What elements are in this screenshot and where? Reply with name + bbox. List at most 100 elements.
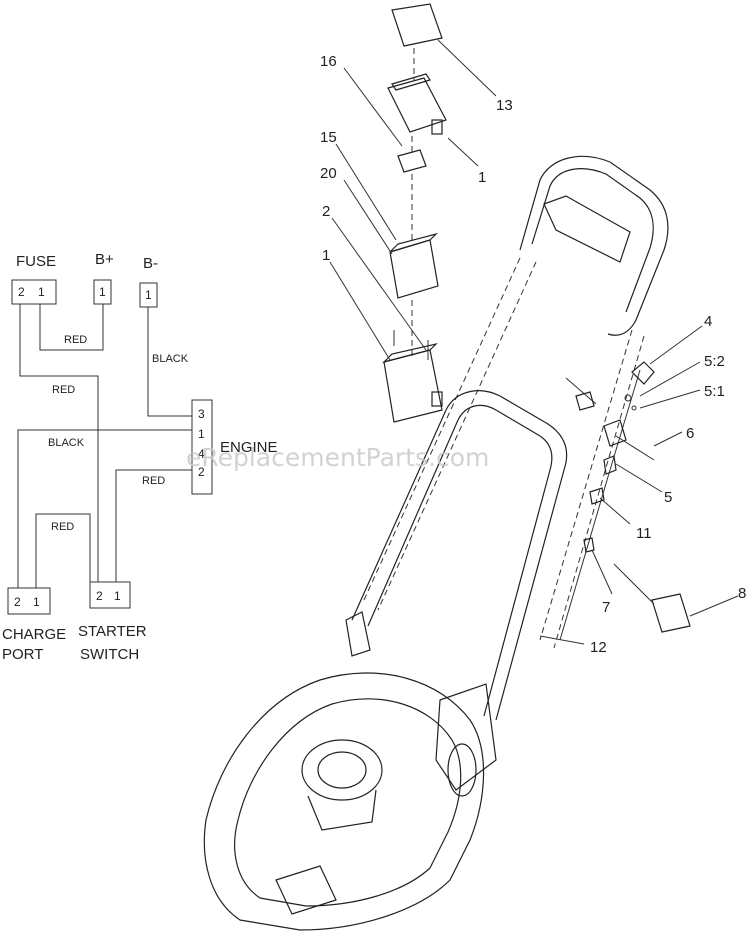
wire-bminus-engine xyxy=(147,307,192,417)
callout-12: 12 xyxy=(590,639,607,656)
callout-13: 13 xyxy=(496,97,513,114)
battery-assembly xyxy=(382,3,447,423)
charge-label-2: PORT xyxy=(2,646,43,663)
callout-1-top: 1 xyxy=(478,169,486,186)
switch-bolt xyxy=(565,377,597,405)
callout-2: 2 xyxy=(322,203,330,220)
callout-leaders xyxy=(329,39,739,645)
battery-part xyxy=(389,239,439,299)
bminus-pin-1: 1 xyxy=(145,288,152,302)
battery-tray-part xyxy=(383,349,443,423)
mower-deck-outer xyxy=(203,672,485,931)
engine-pin-2: 2 xyxy=(198,465,205,479)
cover-plate-part xyxy=(391,3,443,47)
part-6 xyxy=(615,435,655,461)
handle-grip-inner xyxy=(531,168,654,313)
part-7 xyxy=(583,537,595,553)
engine-connector xyxy=(191,399,213,495)
callout-15: 15 xyxy=(320,129,337,146)
callout-8: 8 xyxy=(738,585,746,602)
switch-nut xyxy=(575,391,595,411)
wire-fuse-starter xyxy=(19,304,99,582)
bplus-pin-1: 1 xyxy=(99,285,106,299)
fuse-pin-2: 2 xyxy=(18,285,25,299)
lower-handle-outer xyxy=(351,390,568,721)
battery-tray-top xyxy=(382,342,438,364)
leader-6 xyxy=(653,431,683,447)
wire-fuse-bplus xyxy=(39,304,104,351)
leader-2 xyxy=(331,217,427,351)
wire-label-red-left: RED xyxy=(52,384,75,396)
engine-pin-3: 3 xyxy=(198,407,205,421)
handle-rail-left xyxy=(363,257,521,601)
leader-5 xyxy=(615,463,663,493)
watermark-text: eReplacementParts.com xyxy=(186,443,489,472)
charge-pin-2: 2 xyxy=(14,595,21,609)
wire-label-black-b: BLACK xyxy=(152,353,189,365)
bplus-label: B+ xyxy=(95,251,114,268)
starter-pin-2: 2 xyxy=(96,589,103,603)
engine-pin-1: 1 xyxy=(198,427,205,441)
part-5b xyxy=(603,455,617,475)
leader-1a xyxy=(447,137,479,167)
handle-grip-outer xyxy=(519,155,669,336)
engine-pin-4: 4 xyxy=(198,447,205,461)
part-5 xyxy=(603,419,627,447)
left-bracket xyxy=(345,611,371,657)
leader-15 xyxy=(335,143,397,241)
leader-52 xyxy=(639,361,701,397)
leader-51 xyxy=(639,389,701,409)
battery-housing-top xyxy=(391,73,431,91)
callout-5-1: 5:1 xyxy=(704,383,725,400)
part-5-2 xyxy=(624,394,632,402)
callout-6: 6 xyxy=(686,425,694,442)
callout-20: 20 xyxy=(320,165,337,182)
fuse-pin-1: 1 xyxy=(38,285,45,299)
starter-label-2: SWITCH xyxy=(80,646,139,663)
starter-pin-1: 1 xyxy=(114,589,121,603)
wire-charge-starter xyxy=(35,513,91,588)
starter-label-1: STARTER xyxy=(78,623,147,640)
charge-label-1: CHARGE xyxy=(2,626,66,643)
handle-rail-right-2 xyxy=(553,335,645,649)
starter-switch-connector xyxy=(89,581,131,609)
wire-label-black-left: BLACK xyxy=(48,437,85,449)
cable-line xyxy=(559,369,641,641)
part-8-lead xyxy=(613,563,655,605)
callout-5: 5 xyxy=(664,489,672,506)
callout-16: 16 xyxy=(320,53,337,70)
wire-label-red-bottom: RED xyxy=(51,521,74,533)
leader-12 xyxy=(539,635,585,645)
leader-4 xyxy=(649,325,703,365)
leader-13 xyxy=(437,39,497,97)
engine-top xyxy=(301,739,383,801)
switch-parts xyxy=(565,361,691,633)
wire-label-red-top: RED xyxy=(64,334,87,346)
fuse-connector xyxy=(11,279,57,305)
engine-label: ENGINE xyxy=(220,439,278,456)
part-8 xyxy=(651,593,691,633)
mower-deck-inner xyxy=(234,698,462,907)
callout-1-mid: 1 xyxy=(322,247,330,264)
leader-16 xyxy=(343,67,403,147)
callout-5-2: 5:2 xyxy=(704,353,725,370)
callout-11: 11 xyxy=(636,525,652,542)
part-5-1 xyxy=(631,405,637,411)
leader-1b xyxy=(329,261,391,361)
rear-flap xyxy=(275,865,337,915)
handle-rail-left-2 xyxy=(377,261,537,611)
callout-4: 4 xyxy=(704,313,712,330)
engine-cap xyxy=(317,751,367,789)
mower-assembly xyxy=(203,155,669,931)
battery-housing-tab xyxy=(431,119,443,135)
charge-port-connector xyxy=(7,587,51,615)
handle-rail-right xyxy=(539,329,633,641)
right-bracket xyxy=(435,683,497,791)
fuse-label: FUSE xyxy=(16,253,56,270)
wire-label-red-engine: RED xyxy=(142,475,165,487)
callout-7: 7 xyxy=(602,599,610,616)
callout-numbers: 13 16 1 15 20 2 1 4 5:2 5:1 6 5 11 7 8 1… xyxy=(320,53,746,656)
charge-pin-1: 1 xyxy=(33,595,40,609)
lower-handle-inner xyxy=(367,404,553,717)
